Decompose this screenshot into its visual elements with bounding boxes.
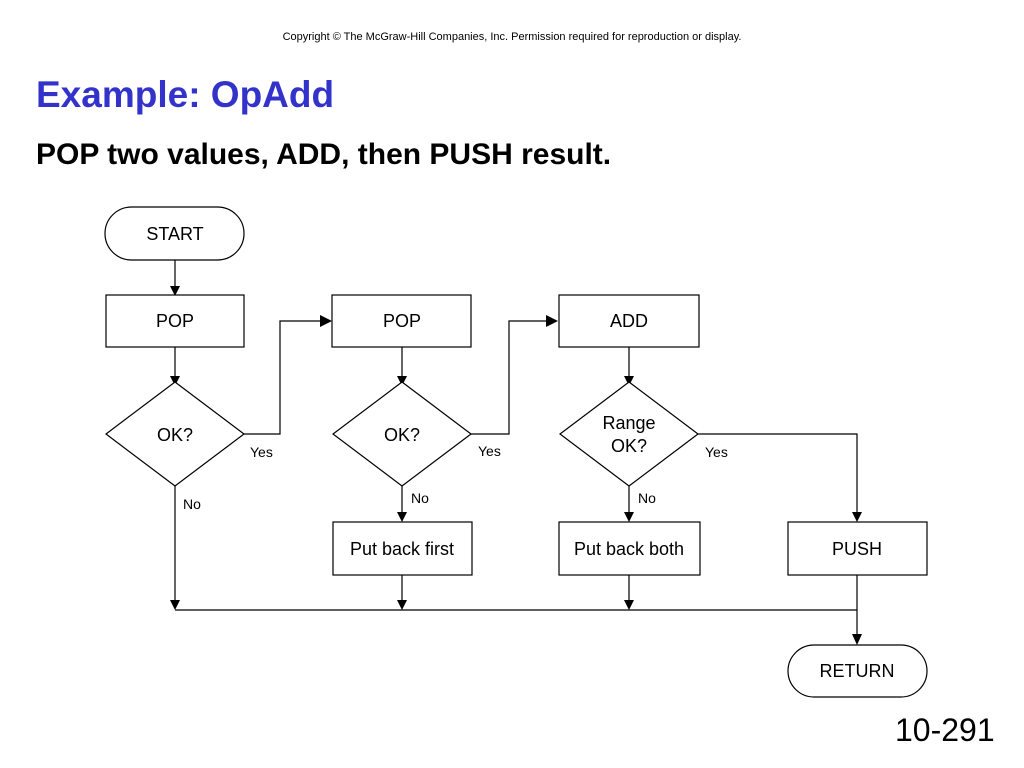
arrowhead xyxy=(546,315,558,327)
arrowhead xyxy=(320,315,332,327)
put-back-first-label: Put back first xyxy=(350,539,454,559)
arrowhead xyxy=(170,376,180,386)
arrowhead xyxy=(397,600,407,610)
pop2-node: POP xyxy=(331,294,472,348)
slide-subtitle: POP two values, ADD, then PUSH result. xyxy=(36,138,612,171)
arrowhead xyxy=(397,512,407,522)
ok2-label: OK? xyxy=(384,425,420,445)
slide-title: Example: OpAdd xyxy=(36,74,335,115)
arrowhead xyxy=(624,376,634,386)
arrowhead xyxy=(852,634,862,645)
start-node: START xyxy=(104,206,245,261)
range-yes-label: Yes xyxy=(705,444,728,460)
push-node: PUSH xyxy=(787,521,928,576)
arrowhead xyxy=(624,512,634,522)
ok2-no-label: No xyxy=(411,490,429,506)
ok2-decision: OK? xyxy=(332,381,472,487)
edge-ok2-yes xyxy=(471,320,546,435)
arrowhead xyxy=(170,600,180,610)
pop1-label: POP xyxy=(156,311,194,331)
put-back-both-node: Put back both xyxy=(558,521,701,576)
pop1-node: POP xyxy=(105,294,245,348)
range-label-line2: OK? xyxy=(611,436,647,456)
edge-range-yes xyxy=(698,433,858,512)
put-back-both-label: Put back both xyxy=(574,539,684,559)
ok2-yes-label: Yes xyxy=(478,443,501,459)
return-label: RETURN xyxy=(820,661,895,681)
range-ok-decision: Range OK? xyxy=(559,381,699,487)
ok1-yes-label: Yes xyxy=(250,444,273,460)
ok1-no-label: No xyxy=(183,496,201,512)
return-node: RETURN xyxy=(787,644,928,698)
arrowhead xyxy=(397,376,407,386)
arrowhead xyxy=(852,512,862,522)
put-back-first-node: Put back first xyxy=(332,521,473,576)
range-no-label: No xyxy=(638,490,656,506)
start-label: START xyxy=(146,224,203,244)
add-node: ADD xyxy=(558,294,700,348)
ok1-decision: OK? xyxy=(105,381,245,487)
push-label: PUSH xyxy=(832,539,882,559)
arrowhead xyxy=(170,286,180,296)
connectors xyxy=(170,260,862,645)
edge-ok1-yes xyxy=(244,320,320,435)
add-label: ADD xyxy=(610,311,648,331)
slide-number: 10-291 xyxy=(895,712,995,748)
copyright-notice: Copyright © The McGraw-Hill Companies, I… xyxy=(282,31,742,43)
pop2-label: POP xyxy=(383,311,421,331)
ok1-label: OK? xyxy=(157,425,193,445)
arrowhead xyxy=(624,600,634,610)
range-label-line1: Range xyxy=(602,413,655,433)
